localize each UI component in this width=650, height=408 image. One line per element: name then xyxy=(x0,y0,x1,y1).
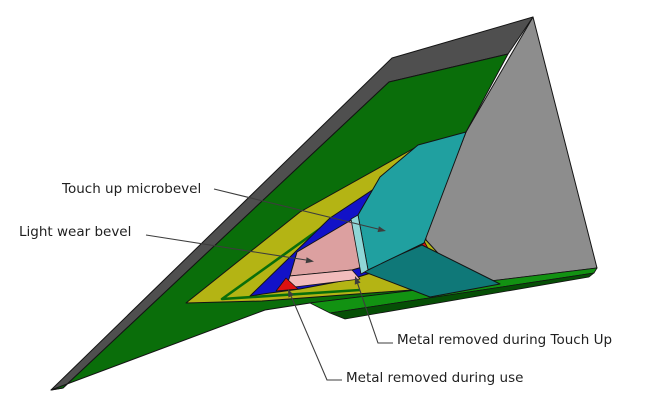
arrowhead-light-wear-bevel xyxy=(305,257,314,264)
leader-light-wear-bevel xyxy=(145,234,307,261)
arrowhead-touch-up-microbevel xyxy=(377,226,386,233)
back-face-sliver xyxy=(329,272,595,320)
arrowhead-metal-removed-touchup xyxy=(354,276,361,285)
label-metal-removed-touch-up: Metal removed during Touch Up xyxy=(397,332,613,348)
wear-band-separator-line xyxy=(220,216,361,301)
label-metal-removed-use: Metal removed during use xyxy=(346,370,524,386)
leader-touch-up-microbevel xyxy=(213,188,379,230)
label-touch-up-microbevel: Touch up microbevel xyxy=(62,181,202,197)
label-light-wear-bevel: Light wear bevel xyxy=(19,224,132,240)
leader-metal-removed-use xyxy=(290,296,342,381)
metal-removed-use-section xyxy=(275,277,299,292)
arrowhead-metal-removed-use xyxy=(288,289,294,298)
touchup-slab-edge-face xyxy=(350,214,369,275)
leader-metal-removed-touchup xyxy=(357,283,393,344)
